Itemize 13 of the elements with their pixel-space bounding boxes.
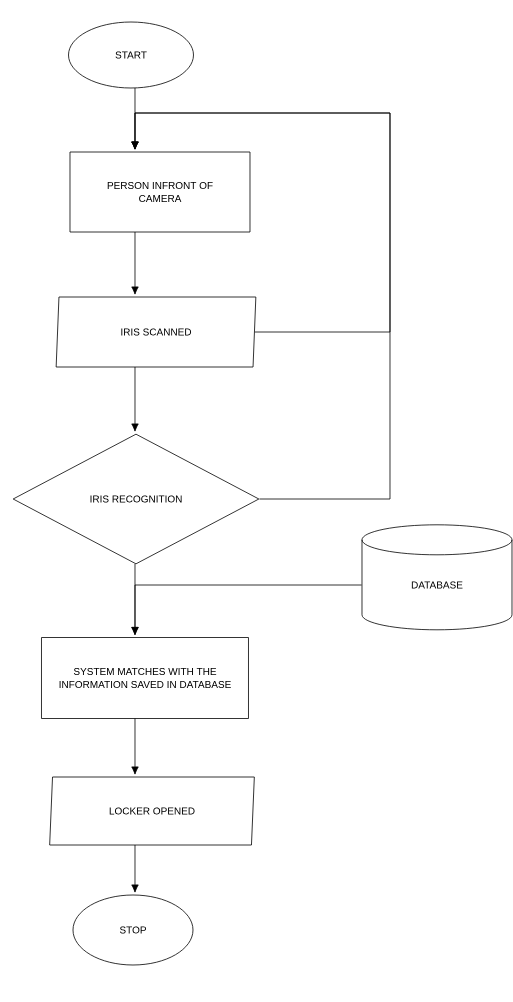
- arrow: [131, 231, 139, 295]
- terminal-oval: START: [68, 21, 194, 89]
- arrow: [131, 718, 139, 775]
- data-parallelogram: IRIS SCANNED: [55, 296, 257, 368]
- terminal-oval: STOP: [72, 894, 194, 966]
- process-box: PERSON INFRONT OF CAMERA: [69, 151, 251, 233]
- process-box: SYSTEM MATCHES WITH THE INFORMATION SAVED IN DATABASE: [41, 637, 249, 719]
- arrow: [131, 584, 362, 635]
- arrow: [131, 112, 391, 500]
- arrow: [131, 366, 139, 432]
- database-cylinder: DATABASE: [361, 524, 513, 631]
- arrow: [131, 844, 139, 893]
- data-parallelogram: LOCKER OPENED: [49, 776, 255, 846]
